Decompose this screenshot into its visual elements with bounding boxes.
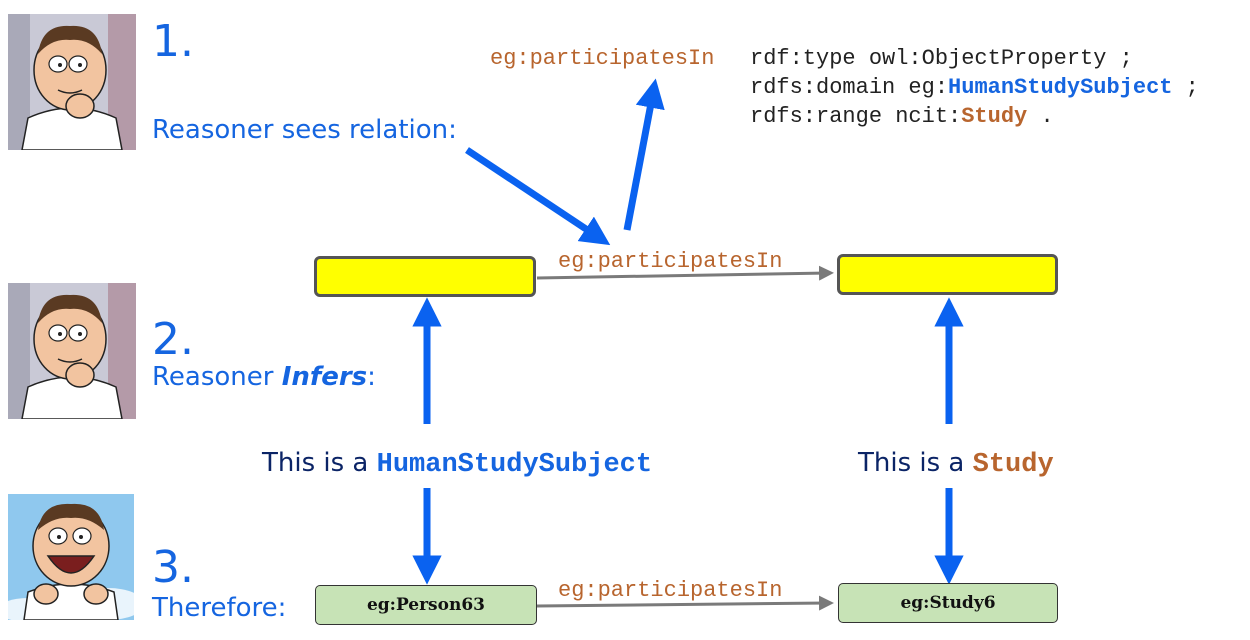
- owl-range-prefix: rdfs:range ncit:: [750, 104, 962, 129]
- avatar-step-1: [8, 14, 136, 150]
- thinking-man-icon: [8, 283, 136, 419]
- thinking-man-icon: [8, 14, 136, 150]
- step-2-number: 2.: [152, 314, 194, 365]
- owl-line-domain: rdfs:domain eg:HumanStudySubject ;: [750, 77, 1199, 99]
- step-2-caption-prefix: Reasoner: [152, 362, 282, 392]
- step-1-number: 1.: [152, 16, 194, 67]
- left-inference-class: HumanStudySubject: [376, 450, 653, 480]
- right-inference-class: Study: [972, 450, 1054, 480]
- inferred-edge-label: eg:participatesIn: [558, 249, 783, 274]
- left-inference-prefix: This is a: [262, 448, 377, 478]
- owl-property-name: eg:participatesIn: [490, 46, 715, 71]
- owl-line-type: rdf:type owl:ObjectProperty ;: [750, 46, 1133, 71]
- right-inference-text: This is a Study: [858, 450, 1054, 479]
- object-node: eg:Study6: [838, 583, 1058, 623]
- owl-domain-suffix: ;: [1172, 75, 1199, 100]
- right-inference-prefix: This is a: [858, 448, 973, 478]
- owl-range-class: Study: [961, 104, 1028, 129]
- step-1-caption: Reasoner sees relation:: [152, 115, 457, 145]
- left-inference-text: This is a HumanStudySubject: [262, 450, 652, 479]
- instance-edge-line: [536, 595, 834, 611]
- step-2-caption: Reasoner Infers:: [152, 364, 376, 390]
- step-3-number: 3.: [152, 542, 194, 593]
- subject-node: eg:Person63: [315, 585, 537, 625]
- step-2-caption-emphasis: Infers: [281, 362, 368, 392]
- instance-edge-label: eg:participatesIn: [558, 578, 783, 603]
- owl-domain-prefix: rdfs:domain eg:: [750, 75, 949, 100]
- arrow-edge-to-property: [623, 78, 665, 231]
- inferred-object-box: [837, 254, 1058, 295]
- owl-line-range: rdfs:range ncit:Study .: [750, 106, 1054, 128]
- avatar-step-3: [8, 494, 134, 620]
- owl-range-suffix: .: [1027, 104, 1054, 129]
- arrow-relation-to-edge: [465, 147, 611, 246]
- owl-domain-class: HumanStudySubject: [948, 75, 1173, 100]
- inferred-edge-line: [536, 265, 834, 281]
- step-3-caption: Therefore:: [152, 593, 287, 623]
- laughing-man-icon: [8, 494, 134, 620]
- step-2-caption-suffix: :: [367, 362, 376, 392]
- inferred-subject-box: [314, 256, 536, 297]
- avatar-step-2: [8, 283, 136, 419]
